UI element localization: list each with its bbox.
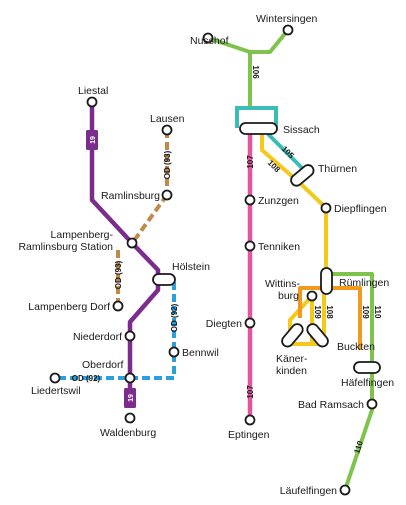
line-19-track [89,102,161,408]
stop-liedertswil[interactable] [49,372,61,384]
stop-diegten[interactable] [244,317,256,329]
label-ramlinsburg: Ramlinsburg [101,190,160,202]
line-106-track [207,28,290,54]
label-lampenberg-station-1: Lampenberg- [51,229,114,241]
label-wittinsburg-1: Wittins- [265,278,301,290]
route-label-106: 106 [251,65,260,79]
stop-bennwil[interactable] [168,346,180,358]
interchange-hafelfingen[interactable] [353,361,381,374]
line-108-track [260,132,328,268]
stop-nusshof[interactable] [202,32,214,44]
label-hafelfingen: Häfelfingen [341,377,394,389]
route-label-108-upper: 108 [266,158,282,174]
label-lausen: Lausen [150,113,185,125]
label-kanerkinden-1: Käner- [276,353,308,365]
interchange-rumlingen[interactable] [320,267,333,295]
label-oberdorf: Oberdorf [82,359,124,371]
route-label-108-lower: 108 [325,305,334,319]
line-od92-track [55,282,176,380]
route-label-107-lower: 107 [246,385,255,399]
stop-eptingen[interactable] [244,414,256,426]
route-label-109-left: 109 [313,305,322,319]
label-waldenburg: Waldenburg [100,427,156,439]
route-label-od93-lower: OD (93) [114,260,123,289]
svg-text:19: 19 [128,394,135,402]
stop-lampenberg-station[interactable] [126,237,138,249]
route-label-od93-upper: OD (93) [163,150,172,179]
stop-niederdorf[interactable] [124,330,136,342]
label-eptingen: Eptingen [228,429,270,441]
stop-oberdorf[interactable] [124,372,136,384]
stop-tenniken[interactable] [244,240,256,252]
interchange-thurnen[interactable] [289,163,316,188]
label-lampenberg-station-2: Ramlinsburg Station [18,241,113,253]
label-niederdorf: Niederdorf [73,331,122,343]
svg-text:19: 19 [90,136,97,144]
route-label-od92-vertical: OD (92) [170,303,179,332]
stop-laufelfingen[interactable] [339,484,351,496]
line-od93-track-diagonal [131,193,169,244]
label-thurnen: Thürnen [318,163,357,175]
route-badge-19-bottom: 19 [124,388,136,408]
label-liestal: Liestal [78,85,108,97]
stop-diepflingen[interactable] [320,202,332,214]
label-bennwil: Bennwil [182,347,219,359]
line-105-track [266,132,304,170]
label-diepflingen: Diepflingen [334,203,387,215]
label-wittinsburg-2: burg [278,290,299,302]
label-tenniken: Tenniken [258,241,300,253]
route-label-110-upper: 110 [373,306,382,319]
stop-bad-ramsach[interactable] [366,398,378,410]
label-zunzgen: Zunzgen [258,195,299,207]
label-buckten: Buckten [337,341,375,353]
label-rumlingen: Rümlingen [339,277,389,289]
route-badge-19-top: 19 [86,130,98,150]
stop-zunzgen[interactable] [244,194,256,206]
sissach-hub-bracket [235,106,278,128]
label-holstein: Hölstein [172,261,210,273]
interchange-kanerkinden-left[interactable] [280,322,305,349]
stop-lausen[interactable] [161,124,173,136]
label-lampenberg-dorf: Lampenberg Dorf [28,301,110,313]
stop-waldenburg[interactable] [124,412,136,424]
stop-wittinsburg[interactable] [306,290,318,302]
label-wintersingen: Wintersingen [256,13,317,25]
stop-liestal[interactable] [86,96,98,108]
label-laufelfingen: Läufelfingen [280,485,337,497]
interchange-kanerkinden-right[interactable] [305,322,330,349]
label-sissach: Sissach [283,124,320,136]
label-bad-ramsach: Bad Ramsach [298,399,364,411]
stop-lampenberg-dorf[interactable] [112,300,124,312]
interchange-sissach[interactable] [239,122,278,135]
route-label-109-right: 109 [361,305,370,319]
route-label-107-upper: 107 [246,155,255,169]
label-diegten: Diegten [206,318,242,330]
stop-wintersingen[interactable] [282,24,294,36]
stop-ramlinsburg[interactable] [161,189,173,201]
route-label-od92-horizontal: OD (92) [72,374,101,383]
route-label-110-lower: 110 [352,439,365,455]
label-kanerkinden-2: kinden [276,365,307,377]
stop-circles [49,24,378,496]
label-liedertswil: Liedertswil [31,385,81,397]
label-nusshof: Nusshof [190,35,229,47]
interchange-holstein[interactable] [152,273,176,286]
